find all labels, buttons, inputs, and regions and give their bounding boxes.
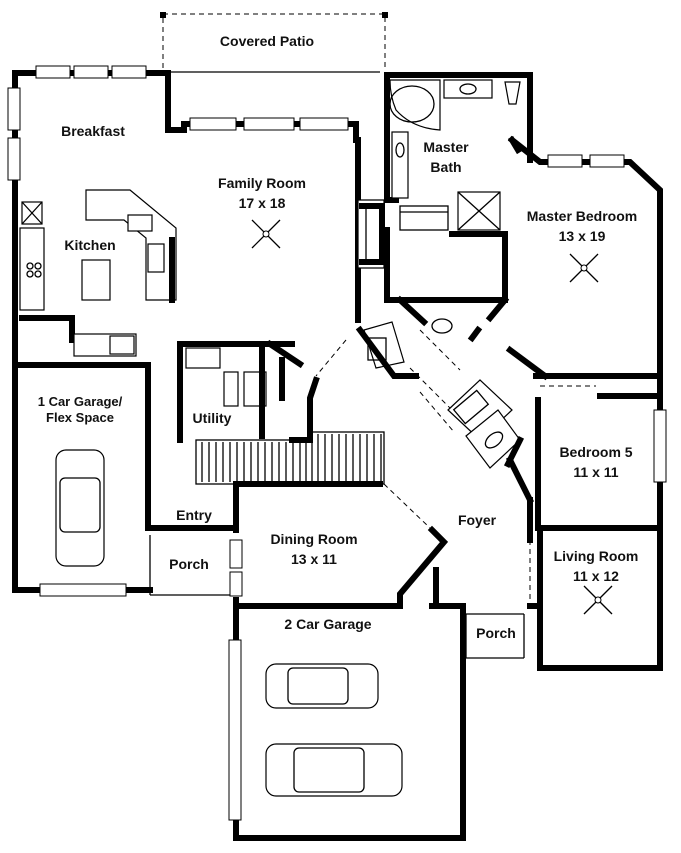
stairs-icon: [195, 431, 385, 485]
ceiling-fan-icon: [251, 219, 281, 249]
bedroom5-label: Bedroom 5 11 x 11: [559, 442, 632, 482]
living-room-name: Living Room: [553, 548, 639, 564]
master-bath-area: [384, 79, 521, 303]
ceiling-fan-icon: [569, 253, 599, 283]
car-icon: [265, 743, 403, 797]
master-bath-label: Master Bath: [423, 137, 468, 177]
bedroom5-size: 11 x 11: [573, 464, 619, 480]
car-icon: [265, 663, 379, 709]
entry-porch-left: [145, 481, 243, 597]
dining-room-name: Dining Room: [270, 531, 358, 547]
kitchen-label: Kitchen: [64, 237, 116, 253]
family-room-label: Family Room 17 x 18: [218, 173, 306, 213]
car-garage-1-label: 1 Car Garage/ Flex Space: [38, 394, 123, 426]
family-room-size: 17 x 18: [238, 195, 286, 211]
car-garage-1-line2: Flex Space: [46, 410, 114, 425]
porch-left-label: Porch: [169, 556, 209, 572]
foyer-label: Foyer: [457, 512, 497, 528]
entry-label: Entry: [176, 507, 212, 523]
bedroom5-area: [419, 345, 663, 531]
living-room-size: 11 x 12: [573, 568, 619, 584]
kitchen-area: [19, 189, 177, 357]
master-bedroom-label: Master Bedroom 13 x 19: [527, 206, 637, 246]
car-garage-1-line1: 1 Car Garage/: [37, 394, 123, 409]
family-room-name: Family Room: [218, 175, 306, 191]
breakfast-label: Breakfast: [61, 123, 125, 139]
ceiling-fan-icon: [583, 585, 613, 615]
master-bedroom-size: 13 x 19: [558, 228, 606, 244]
master-bedroom-name: Master Bedroom: [526, 208, 638, 224]
bedroom5-name: Bedroom 5: [559, 444, 633, 460]
family-room-walls: [289, 137, 385, 443]
covered-patio-label: Covered Patio: [219, 33, 315, 49]
porch-right-label: Porch: [476, 625, 516, 641]
covered-patio-outline: [160, 12, 388, 73]
car-icon: [55, 449, 105, 567]
living-room-label: Living Room 11 x 12: [554, 546, 639, 586]
master-bath-line1: Master: [423, 139, 469, 155]
dining-room-size: 13 x 11: [291, 551, 337, 567]
stair-treads: [201, 434, 382, 482]
dining-foyer-walls: [233, 455, 543, 659]
dining-room-label: Dining Room 13 x 11: [270, 529, 357, 569]
windows: [7, 65, 667, 821]
utility-area: [177, 339, 305, 443]
master-bedroom-walls: [355, 135, 523, 411]
car-garage-2-label: 2 Car Garage: [284, 616, 372, 632]
utility-label: Utility: [192, 410, 232, 426]
master-bath-line2: Bath: [430, 159, 462, 175]
